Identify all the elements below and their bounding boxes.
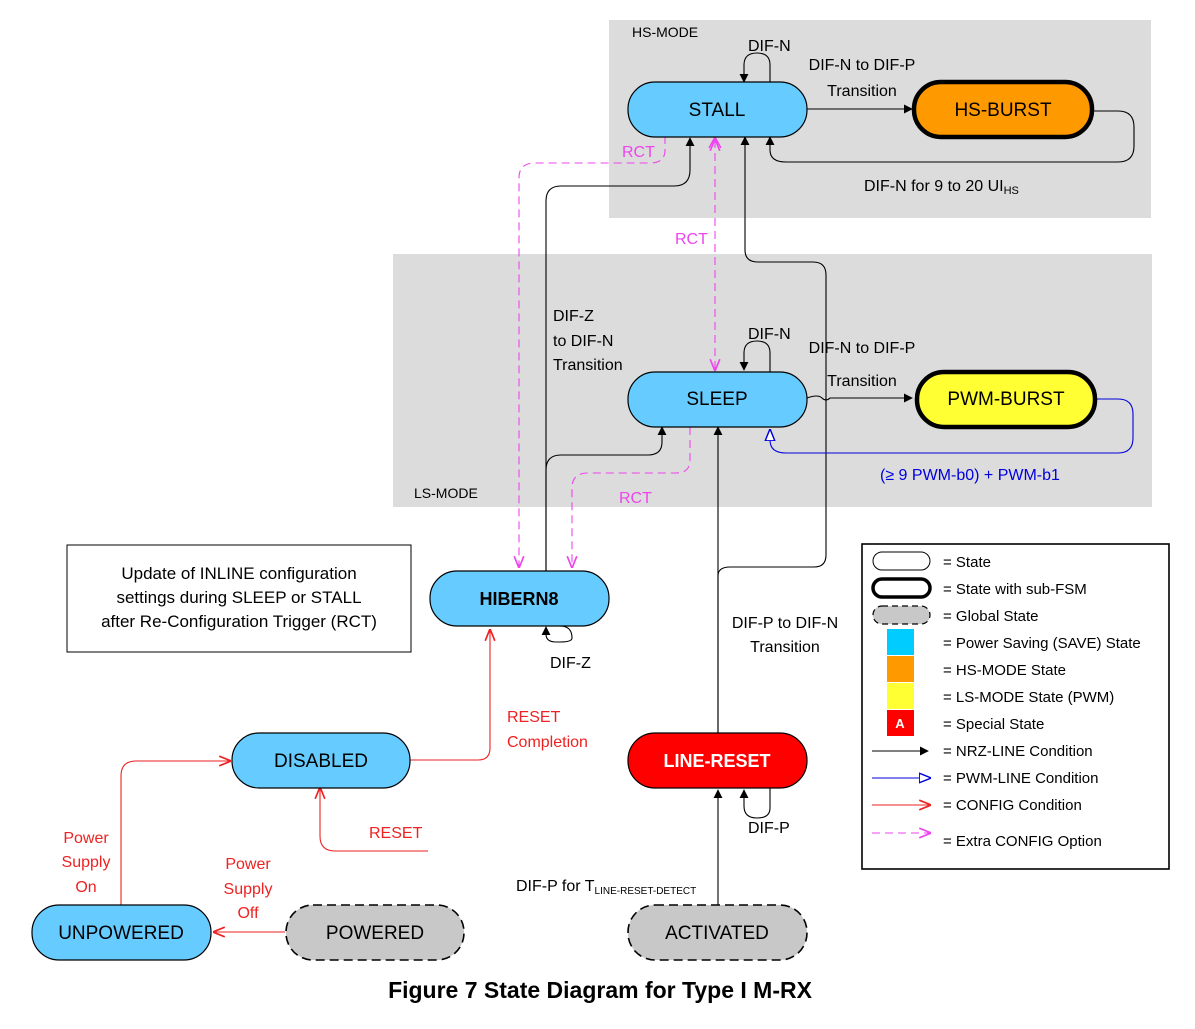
label-ps-on-3: On [75, 879, 96, 896]
state-hs-burst-label: HS-BURST [954, 100, 1052, 121]
label-pwm-return: (≥ 9 PWM-b0) + PWM-b1 [880, 467, 1060, 484]
stall-self-loop [739, 52, 771, 85]
legend-state: = State [943, 554, 991, 571]
legend-special-swatch-letter: A [895, 716, 905, 731]
label-difz-3: Transition [553, 357, 623, 374]
legend-special-swatch [887, 710, 914, 736]
legend-global-state: = Global State [943, 608, 1038, 625]
label-sleep-to-pwm-1: DIF-N to DIF-P [809, 340, 916, 357]
state-disabled-label: DISABLED [274, 751, 368, 772]
reset-to-disabled-arrow [320, 788, 428, 852]
label-lr-loop: DIF-P [748, 820, 790, 837]
pwmburst-return-arrow [770, 398, 1134, 454]
label-rct-3: RCT [619, 490, 652, 507]
transition-labels: DIF-N DIF-N to DIF-P Transition DIF-N fo… [62, 38, 1060, 922]
state-hibern8: HIBERN8 [429, 570, 610, 627]
sleep-to-pwmburst-arrow [806, 393, 913, 403]
state-powered-label: POWERED [326, 923, 424, 944]
label-rct-2: RCT [675, 231, 708, 248]
config-transitions [120, 630, 490, 932]
label-difz-1: DIF-Z [553, 308, 594, 325]
label-difp-difn-2: Transition [750, 639, 820, 656]
legend-nrz: = NRZ-LINE Condition [943, 743, 1093, 760]
state-activated-label: ACTIVATED [665, 923, 769, 944]
note-line-1: Update of INLINE configuration [121, 564, 356, 583]
note-line-3: after Re-Configuration Trigger (RCT) [101, 612, 377, 631]
legend-save-swatch [887, 629, 914, 655]
state-pwm-burst: PWM-BURST [914, 369, 1098, 430]
label-ps-on-1: Power [63, 830, 109, 847]
legend-subfsm-swatch [871, 577, 932, 599]
state-line-reset-label: LINE-RESET [663, 751, 770, 771]
label-difp-for-sub: LINE-RESET-DETECT [595, 886, 697, 897]
linereset-self-loop [739, 785, 771, 819]
sleep-to-hibern8-rct [572, 427, 691, 567]
hsburst-return-arrow [765, 110, 1135, 163]
label-reset: RESET [369, 825, 423, 842]
figure-caption: Figure 7 State Diagram for Type I M-RX [388, 977, 813, 1003]
legend-config: = CONFIG Condition [943, 797, 1082, 814]
legend-special-state: = Special State [943, 716, 1044, 733]
label-difp-difn-1: DIF-P to DIF-N [732, 615, 838, 632]
state-powered: POWERED [285, 904, 465, 961]
legend-hs-state: = HS-MODE State [943, 662, 1066, 679]
label-ps-on-2: Supply [62, 854, 111, 871]
hibern8-to-sleep-arrow [545, 426, 667, 574]
legend-hs-swatch [887, 656, 914, 682]
label-sleep-loop: DIF-N [748, 326, 791, 343]
state-stall-label: STALL [689, 100, 746, 121]
sleep-self-loop [739, 340, 771, 373]
state-hibern8-label: HIBERN8 [479, 589, 558, 609]
label-sleep-to-pwm-2: Transition [827, 373, 897, 390]
label-reset-completion-1: RESET [507, 709, 561, 726]
label-difz-2: to DIF-N [553, 333, 613, 350]
legend: = State = State with sub-FSM = Global St… [861, 543, 1170, 870]
legend-save-state: = Power Saving (SAVE) State [943, 635, 1141, 652]
hibern8-to-stall-arrow [545, 137, 695, 574]
state-unpowered-label: UNPOWERED [58, 923, 184, 944]
label-stall-to-hs-1: DIF-N to DIF-P [809, 57, 916, 74]
stall-to-hibern8-rct [519, 136, 666, 567]
note-box: Update of INLINE configuration settings … [66, 544, 412, 653]
state-stall: STALL [627, 81, 808, 138]
state-activated: ACTIVATED [627, 904, 808, 961]
state-line-reset: LINE-RESET [627, 732, 808, 789]
label-ps-off-2: Supply [224, 881, 273, 898]
label-rct-1: RCT [622, 144, 655, 161]
state-unpowered: UNPOWERED [31, 904, 212, 961]
ls-mode-label: LS-MODE [414, 485, 478, 501]
label-stall-to-hs-2: Transition [827, 83, 897, 100]
label-ps-off-3: Off [237, 905, 259, 922]
state-pwm-burst-label: PWM-BURST [947, 389, 1065, 410]
label-hibern8-loop: DIF-Z [550, 655, 591, 672]
nrz-transitions [519, 52, 1135, 905]
legend-ls-swatch [887, 683, 914, 709]
legend-extra-config: = Extra CONFIG Option [943, 833, 1102, 850]
label-hs-return-sub: HS [1004, 185, 1019, 197]
label-hs-return: DIF-N for 9 to 20 UIHS [864, 178, 1019, 197]
unpowered-to-disabled-arrow [120, 761, 230, 905]
note-line-2: settings during SLEEP or STALL [116, 588, 361, 607]
legend-state-subfsm: = State with sub-FSM [943, 581, 1087, 598]
difp-to-stall-arrow [717, 136, 827, 735]
legend-global-swatch [872, 605, 931, 625]
state-disabled: DISABLED [231, 732, 411, 789]
state-sleep: SLEEP [627, 371, 808, 428]
disabled-to-hibern8-arrow [410, 630, 490, 761]
legend-pwm: = PWM-LINE Condition [943, 770, 1098, 787]
state-sleep-label: SLEEP [686, 389, 747, 410]
legend-ls-state: = LS-MODE State (PWM) [943, 689, 1114, 706]
hs-mode-label: HS-MODE [632, 24, 698, 40]
label-ps-off-1: Power [225, 856, 271, 873]
label-difp-for: DIF-P for TLINE-RESET-DETECT [516, 878, 696, 897]
label-stall-loop: DIF-N [748, 38, 791, 55]
legend-state-swatch [872, 551, 931, 571]
state-hs-burst: HS-BURST [911, 79, 1095, 140]
label-reset-completion-2: Completion [507, 734, 588, 751]
